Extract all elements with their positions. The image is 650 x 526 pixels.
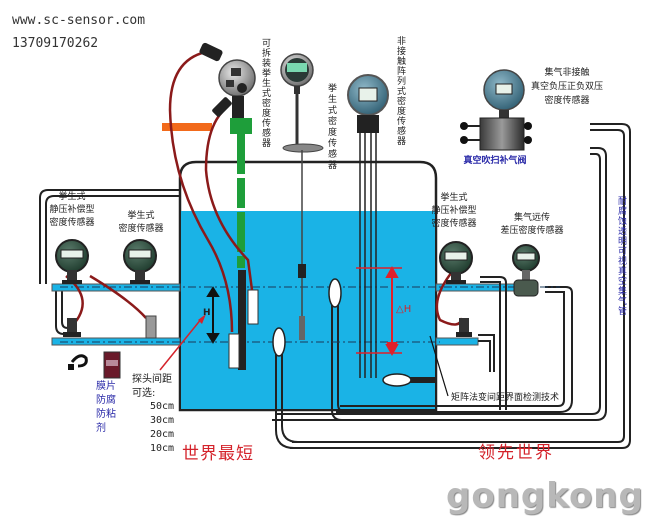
spacing-option: 10cm — [150, 443, 175, 454]
static-comp-gauge-left — [55, 239, 89, 284]
purge-valve-label: 真空吹扫补气阀 — [463, 156, 527, 166]
density-gauge-left2 — [123, 239, 157, 284]
vacuum-tube-label: 耐腐蚀透明可视真空集气管 — [616, 196, 626, 316]
spacing-option: 30cm — [150, 415, 175, 426]
vacuum-sensor-label-line1: 集气非接触 — [544, 68, 590, 78]
static-comp-right-label-line2: 静压补偿型 — [431, 206, 477, 216]
array-sensor-label: 非接触阵列式密度传感器 — [395, 36, 405, 146]
removable-sensor-label: 可拆装挙生式密度传感器 — [260, 38, 270, 148]
removable-sensor-head — [218, 59, 256, 118]
clamp-tool-icon — [68, 354, 88, 370]
density-left2-label-line2: 密度传感器 — [118, 224, 164, 234]
lower-probe-left — [63, 318, 81, 337]
down-arrow — [386, 342, 398, 352]
gas-diff-label-line2: 差压密度传感器 — [500, 226, 564, 236]
gas-diff-label-line1: 集气远传 — [513, 213, 550, 223]
vacuum-sensor-label-line3: 密度传感器 — [544, 96, 590, 106]
static-comp-right-label-line3: 密度传感器 — [431, 219, 477, 229]
static-comp-right-label-line1: 挙生式 — [440, 193, 468, 203]
spacing-option: 20cm — [150, 429, 175, 440]
phone-text: 13709170262 — [12, 36, 99, 51]
matrix-tech-label: 矩阵法变间距界面检测技术 — [451, 393, 560, 403]
delta-h-label: △H — [396, 304, 412, 315]
gas-diff-label: 集气远传 差压密度传感器 — [494, 212, 570, 238]
probe-spacing-pointer — [159, 317, 203, 371]
h-label: H — [203, 308, 211, 318]
rod-sensor — [280, 53, 324, 340]
vacuum-dual-pressure-sensor — [460, 69, 532, 151]
rod-sensor-label: 挙生式密度传感器 — [326, 83, 336, 171]
world-leading-slogan: 领先世界 — [478, 443, 554, 463]
probe-spacing-label-line2: 可选: — [132, 388, 156, 399]
tank — [178, 160, 438, 412]
static-comp-left-label-line3: 密度传感器 — [49, 218, 95, 228]
density-left2-label-line1: 挙生式 — [127, 211, 155, 221]
coating-bottle-icon — [103, 351, 121, 379]
lower-probe-left2 — [145, 315, 157, 339]
float-probes — [272, 278, 412, 387]
removable-sensor-guide — [162, 118, 259, 370]
lower-probe-right — [456, 318, 472, 337]
spacing-option: 50cm — [150, 401, 175, 412]
vacuum-sensor-label: 集气非接触 真空负压正负双压 密度传感器 — [522, 66, 612, 108]
static-comp-gauge-right — [439, 241, 473, 284]
gas-diff-gauge — [512, 244, 540, 297]
spacing-options-list: 50cm 30cm 20cm 10cm — [150, 400, 174, 456]
cable-connector — [199, 42, 223, 62]
density-left2-label: 挙生式 密度传感器 — [106, 210, 176, 236]
cable-connector — [212, 97, 232, 117]
membrane-coating-label: 膜片防腐防粘剂 — [96, 381, 116, 434]
website-text: www.sc-sensor.com — [12, 13, 146, 28]
right-lower-side-pipe — [435, 337, 479, 346]
right-pipe-runs — [272, 123, 631, 449]
bottom-probe-pipes — [275, 300, 347, 449]
static-comp-right-label: 挙生式 静压补偿型 密度传感器 — [422, 192, 486, 231]
world-shortest-slogan: 世界最短 — [182, 444, 254, 464]
h-dimension-arrow — [206, 286, 220, 344]
static-comp-left-label: 挙生式 静压补偿型 密度传感器 — [40, 191, 104, 230]
static-comp-left-label-line1: 挙生式 — [58, 192, 86, 202]
matrix-tech-pointer — [429, 335, 449, 397]
static-comp-left-label-line2: 静压补偿型 — [49, 205, 95, 215]
array-sensor — [347, 74, 402, 378]
probe-spacing-label-line1: 探头间距 — [132, 374, 172, 385]
gongkong-watermark: gongkong — [446, 476, 644, 516]
vacuum-sensor-label-line2: 真空负压正负双压 — [530, 82, 603, 92]
probe-spacing-label: 探头间距 可选: — [132, 373, 172, 401]
